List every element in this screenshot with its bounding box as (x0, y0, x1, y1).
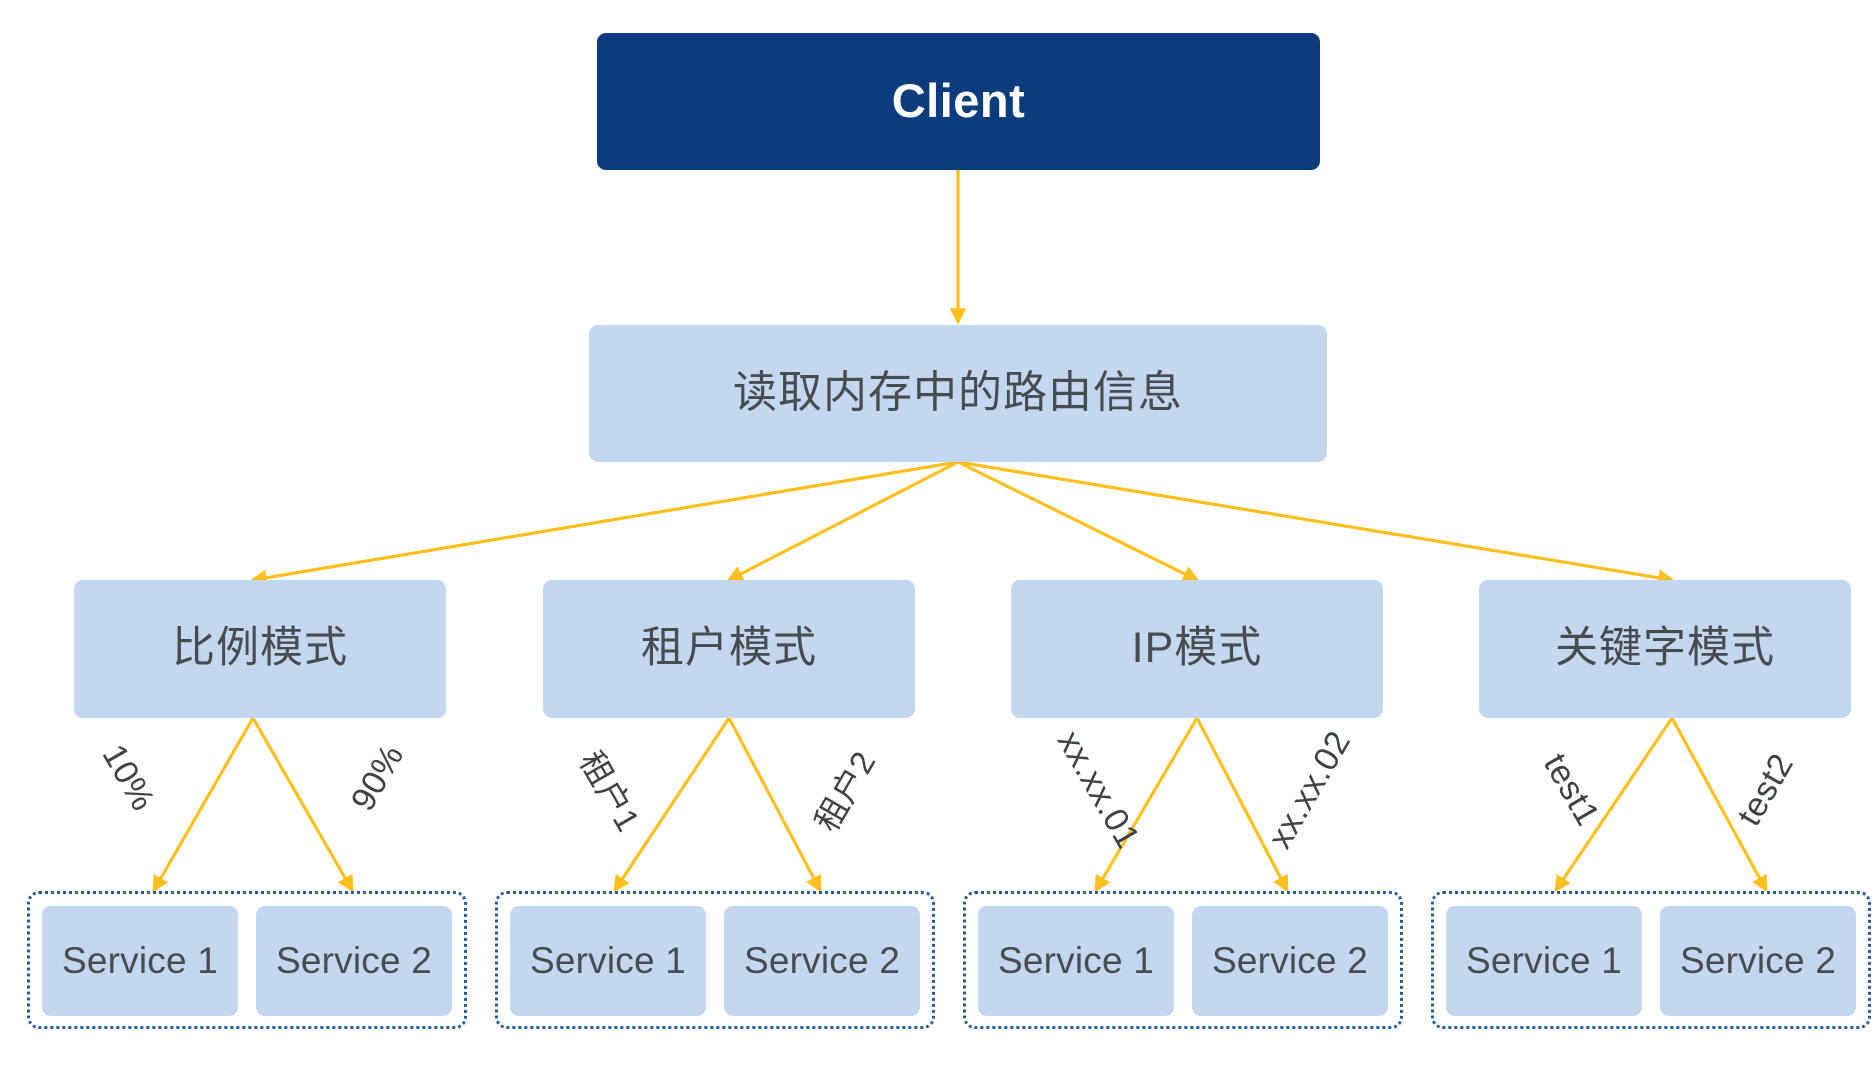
edge-mode-1-to-service-1 (152, 717, 255, 893)
service-node-label: Service 1 (1465, 939, 1623, 981)
mode-node-keyword[interactable]: 关键字模式 (1479, 580, 1851, 718)
service-group-ip: Service 1 Service 2 (963, 891, 1403, 1029)
mode-node-ratio-label: 比例模式 (172, 624, 348, 673)
mode-node-tenant[interactable]: 租户模式 (543, 580, 915, 718)
service-node-label: Service 1 (997, 939, 1155, 981)
mode-node-ratio[interactable]: 比例模式 (74, 580, 446, 718)
client-node-label: Client (891, 74, 1026, 128)
service-node-label: Service 2 (1679, 939, 1837, 981)
service-group-ratio: Service 1 Service 2 (27, 891, 467, 1029)
edge-router-to-mode-1 (250, 460, 959, 586)
client-node[interactable]: Client (597, 33, 1320, 170)
edge-label-ratio-right: 90% (343, 738, 412, 818)
edge-label-ip-right: xx.xx.02 (1260, 724, 1359, 855)
service-node[interactable]: Service 1 (42, 906, 238, 1016)
service-node[interactable]: Service 2 (724, 906, 920, 1016)
service-node-label: Service 2 (1211, 939, 1369, 981)
service-group-keyword: Service 1 Service 2 (1431, 891, 1871, 1029)
service-node[interactable]: Service 2 (1192, 906, 1388, 1016)
edge-label-tenant-right: 租户2 (807, 744, 883, 838)
service-node-label: Service 1 (529, 939, 687, 981)
service-node[interactable]: Service 2 (1660, 906, 1856, 1016)
service-node-label: Service 1 (61, 939, 219, 981)
edge-mode-3-to-service-2 (1195, 717, 1289, 893)
service-node-label: Service 2 (743, 939, 901, 981)
router-node-label: 读取内存中的路由信息 (733, 368, 1183, 418)
service-node[interactable]: Service 2 (256, 906, 452, 1016)
edge-label-keyword-left: test1 (1535, 747, 1607, 833)
mode-node-keyword-label: 关键字模式 (1555, 624, 1775, 673)
mode-node-ip-label: IP模式 (1131, 624, 1263, 673)
edge-router-to-mode-3 (957, 460, 1200, 582)
service-node[interactable]: Service 1 (978, 906, 1174, 1016)
edge-label-tenant-left: 租户1 (572, 744, 648, 838)
edge-mode-1-to-service-2 (251, 717, 354, 893)
service-node-label: Service 2 (275, 939, 433, 981)
service-node[interactable]: Service 1 (1446, 906, 1642, 1016)
service-node[interactable]: Service 1 (510, 906, 706, 1016)
edge-label-ratio-left: 10% (94, 738, 163, 818)
mode-node-ip[interactable]: IP模式 (1011, 580, 1383, 718)
edge-label-keyword-right: test2 (1730, 747, 1802, 833)
service-group-tenant: Service 1 Service 2 (495, 891, 935, 1029)
edge-label-ip-left: xx.xx.01 (1049, 724, 1148, 855)
edge-router-to-mode-2 (726, 460, 959, 582)
mode-node-tenant-label: 租户模式 (641, 624, 817, 673)
router-node[interactable]: 读取内存中的路由信息 (589, 325, 1327, 462)
edge-router-to-mode-4 (957, 460, 1675, 586)
